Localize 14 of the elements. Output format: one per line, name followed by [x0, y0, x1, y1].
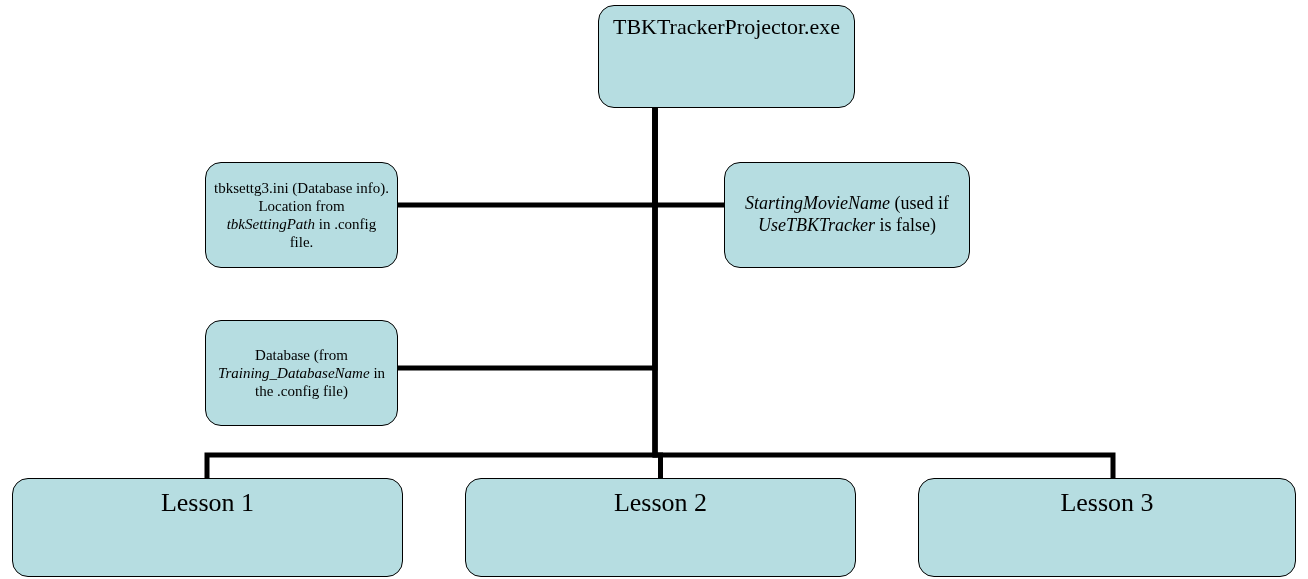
box-text: TBKTrackerProjector.exe — [612, 14, 841, 41]
process-box — [598, 5, 855, 108]
process-box — [205, 162, 398, 268]
box-text: tbksettg3.ini (Database info). Location from tbkSettingPath in .config file. — [214, 179, 389, 251]
box-text: Lesson 1 — [160, 487, 255, 519]
process-box — [724, 162, 970, 268]
box-text: Database (from Training_DatabaseName in the .config file) — [216, 346, 387, 400]
process-box — [918, 478, 1296, 577]
box-text: Lesson 3 — [1060, 487, 1154, 519]
process-box — [205, 320, 398, 426]
box-text: StartingMovieName (used if UseTBKTracker is false) — [744, 193, 950, 237]
process-box — [465, 478, 856, 577]
process-box — [12, 478, 403, 577]
box-text: Lesson 2 — [613, 487, 708, 519]
